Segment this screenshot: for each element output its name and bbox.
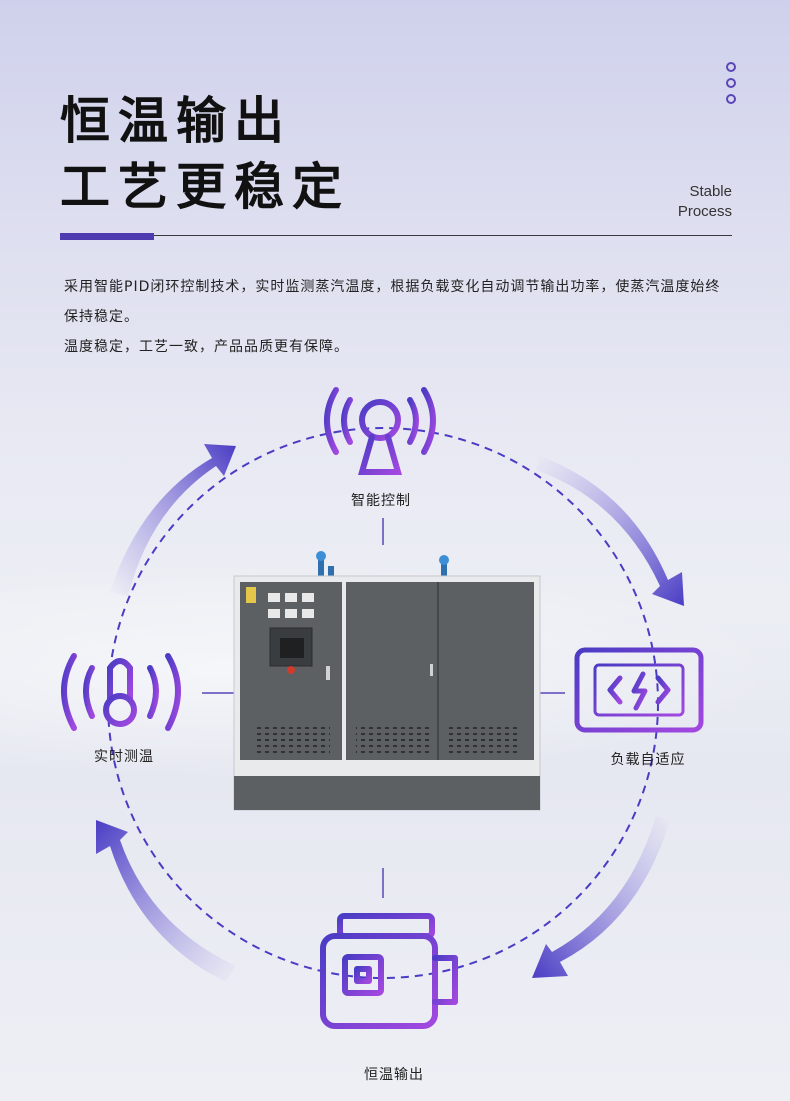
title-line-2: 工艺更稳定 (60, 158, 350, 216)
monitor-code-icon (574, 647, 704, 743)
feature-label-left: 实时测温 (94, 749, 154, 765)
thermometer-signal-icon (61, 653, 181, 731)
motor-icon (320, 913, 458, 1039)
english-subtitle-line-2: Process (677, 203, 732, 220)
description-paragraph-2: 温度稳定，工艺一致，产品品质更有保障。 (64, 339, 349, 355)
description-paragraph-1: 采用智能PID闭环控制技术，实时监测蒸汽温度，根据负载变化自动调节输出功率，使蒸… (64, 279, 721, 325)
feature-label-top: 智能控制 (351, 493, 411, 509)
cycle-arrow-icon (96, 444, 684, 982)
vertical-dots-icon (726, 62, 738, 110)
description: 采用智能PID闭环控制技术，实时监测蒸汽温度，根据负载变化自动调节输出功率，使蒸… (64, 272, 734, 362)
english-subtitle-line-1: Stable (689, 183, 732, 200)
feature-label-right: 负载自适应 (610, 752, 686, 768)
steam-generator-image (233, 551, 541, 811)
page-title: 恒温输出 工艺更稳定 (60, 88, 350, 220)
title-line-1: 恒温输出 (60, 92, 292, 150)
feature-label-bottom: 恒温输出 (364, 1067, 424, 1083)
process-cycle-diagram (61, 387, 704, 1039)
keyhole-signal-icon (324, 387, 436, 475)
divider-line (60, 235, 732, 236)
english-subtitle: Stable Process (678, 182, 732, 222)
divider-accent (60, 233, 154, 240)
